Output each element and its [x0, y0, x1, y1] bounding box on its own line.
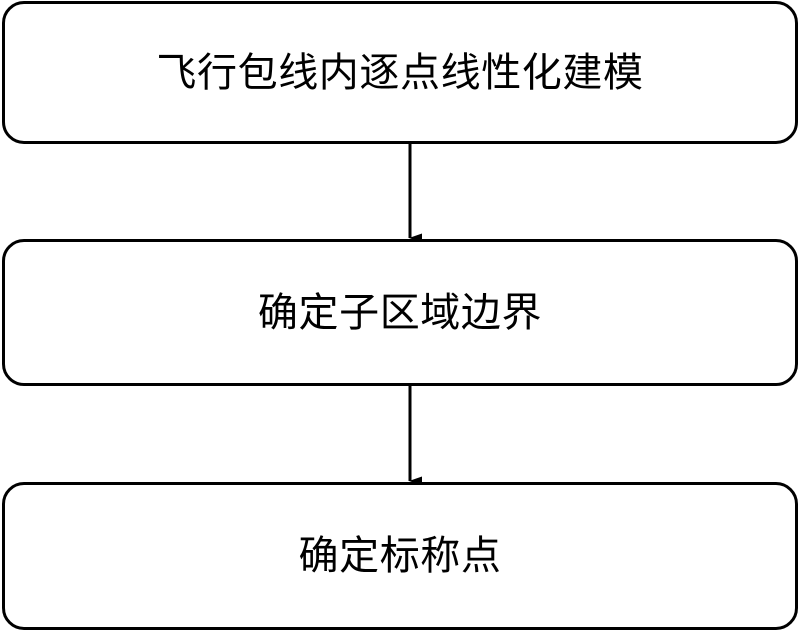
- flow-node-label: 飞行包线内逐点线性化建模: [156, 49, 644, 96]
- flow-node-label: 确定标称点: [298, 533, 502, 579]
- flow-node-label: 确定子区域边界: [257, 289, 543, 336]
- flow-node-linearization-modeling[interactable]: 飞行包线内逐点线性化建模: [2, 1, 798, 144]
- flow-node-nominal-point[interactable]: 确定标称点: [2, 482, 798, 630]
- flow-node-subregion-boundary[interactable]: 确定子区域边界: [2, 239, 798, 386]
